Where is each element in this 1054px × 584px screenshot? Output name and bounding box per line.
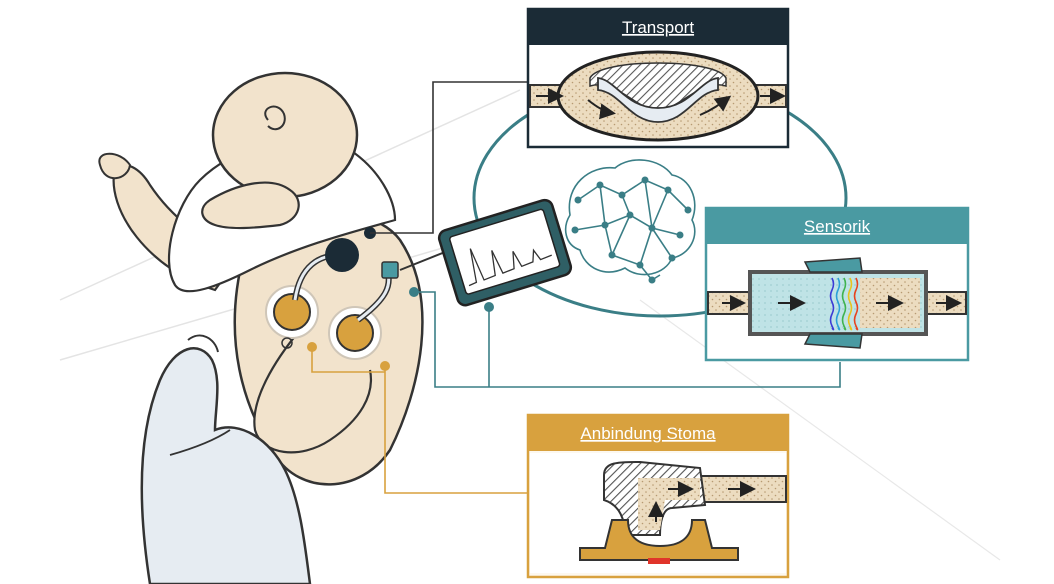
monitor-signal [468,248,552,287]
connector-stoma-a [311,347,385,373]
baby-head [211,71,359,199]
ear [264,105,286,131]
stoma-opening [648,558,670,564]
brain-nodes [571,176,692,284]
stoma-pad-left [273,293,311,331]
connector-transport [370,81,528,234]
sensorik-title: Sensorik [804,217,871,236]
gold-dot-a [307,342,317,352]
connector-lines [311,81,841,494]
stoma-pad-right [336,314,374,352]
transport-panel: Transport [526,7,790,149]
connector-stoma-b [384,366,528,494]
gold-dot-b [380,361,390,371]
teal-dot-a [409,287,419,297]
sensorik-panel: Sensorik [704,206,970,362]
baby-illustration [98,71,424,486]
brain-network-icon [564,159,696,282]
foot [98,152,132,180]
stoma-panel: Anbindung Stoma [526,413,790,579]
sensor-clip [381,261,399,279]
monitor-device-icon [399,198,573,307]
gloved-hand [140,334,312,584]
stoma-marker [281,337,293,349]
transport-title: Transport [622,18,694,37]
stoma-pads [265,227,399,360]
pump-unit [325,238,359,272]
transport-membrane [597,76,719,123]
stoma-title: Anbindung Stoma [580,424,716,443]
teal-dot-b [484,302,494,312]
connector-sensorik-a [414,291,841,388]
